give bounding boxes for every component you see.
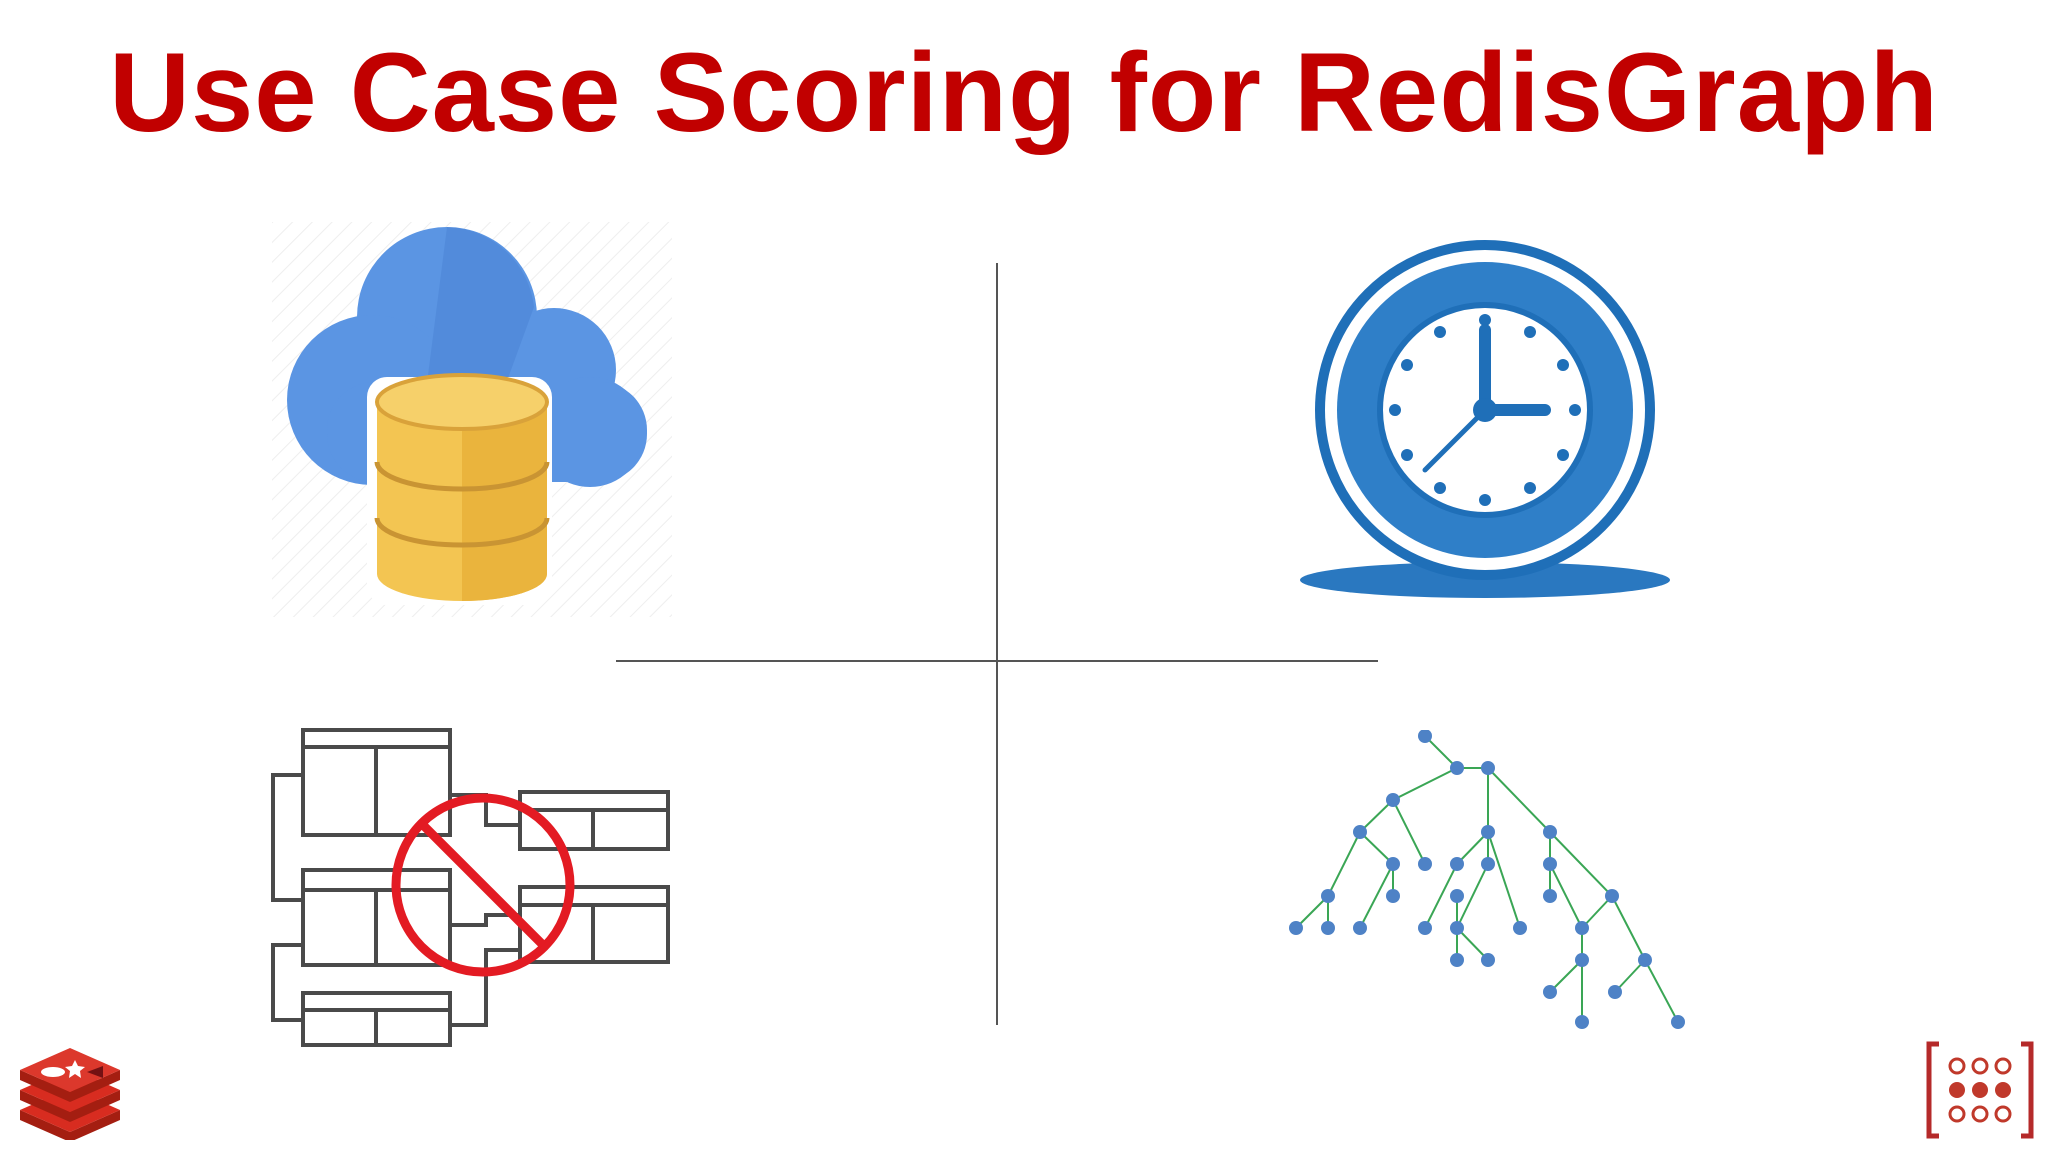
- tree-graph-icon: [1289, 730, 1685, 1029]
- bracket-dots-logo-icon: [1926, 1041, 2034, 1139]
- cloud-database-icon: [272, 222, 672, 617]
- redis-logo-icon: [20, 1048, 120, 1140]
- slide-title: Use Case Scoring for RedisGraph: [109, 30, 1939, 155]
- no-relational-tables-icon: [271, 728, 670, 1047]
- clock-icon: [1300, 240, 1670, 598]
